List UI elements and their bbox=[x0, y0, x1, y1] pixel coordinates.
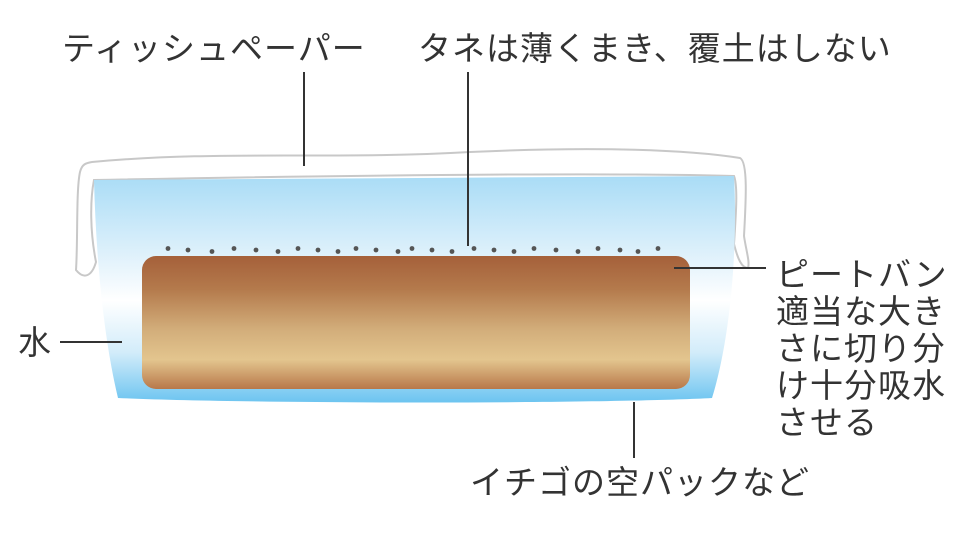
leader-lines bbox=[60, 72, 766, 458]
seed bbox=[373, 247, 379, 253]
seed bbox=[315, 247, 321, 253]
seed bbox=[635, 249, 641, 254]
label-tissue-paper: ティッシュペーパー bbox=[62, 29, 366, 68]
label-peat-pellet: ピートバン 適当な大き さに切り分 け十分吸水 させる bbox=[776, 256, 948, 441]
label-peat-line: け十分吸水 bbox=[776, 366, 946, 405]
seed bbox=[253, 247, 259, 253]
seed bbox=[353, 246, 359, 251]
seed bbox=[491, 247, 497, 253]
label-water: 水 bbox=[18, 323, 52, 362]
tissue-paper bbox=[74, 148, 750, 277]
seed bbox=[185, 247, 191, 253]
seed bbox=[231, 246, 237, 251]
seed bbox=[531, 246, 537, 251]
seed bbox=[395, 249, 401, 254]
seed bbox=[275, 249, 281, 254]
seed bbox=[617, 247, 623, 253]
label-peat-line: 適当な大き bbox=[776, 292, 946, 331]
seed bbox=[335, 249, 341, 254]
label-peat-line: ピートバン bbox=[776, 255, 948, 294]
seed bbox=[409, 246, 415, 251]
seed bbox=[655, 246, 661, 251]
seed bbox=[295, 246, 301, 251]
seed-row bbox=[165, 246, 661, 254]
seed bbox=[511, 249, 517, 254]
label-peat-line: させる bbox=[776, 403, 878, 442]
label-container: イチゴの空パックなど bbox=[470, 463, 810, 502]
seed bbox=[165, 246, 171, 251]
seed bbox=[471, 246, 477, 251]
seed bbox=[575, 249, 581, 254]
seed bbox=[595, 246, 601, 251]
seed bbox=[209, 249, 215, 254]
peat-pellet bbox=[142, 256, 690, 389]
seed bbox=[429, 247, 435, 253]
seed bbox=[553, 247, 559, 253]
label-seeds: タネは薄くまき、覆土はしない bbox=[418, 29, 892, 68]
seed bbox=[449, 249, 455, 254]
label-peat-line: さに切り分 bbox=[776, 329, 946, 368]
